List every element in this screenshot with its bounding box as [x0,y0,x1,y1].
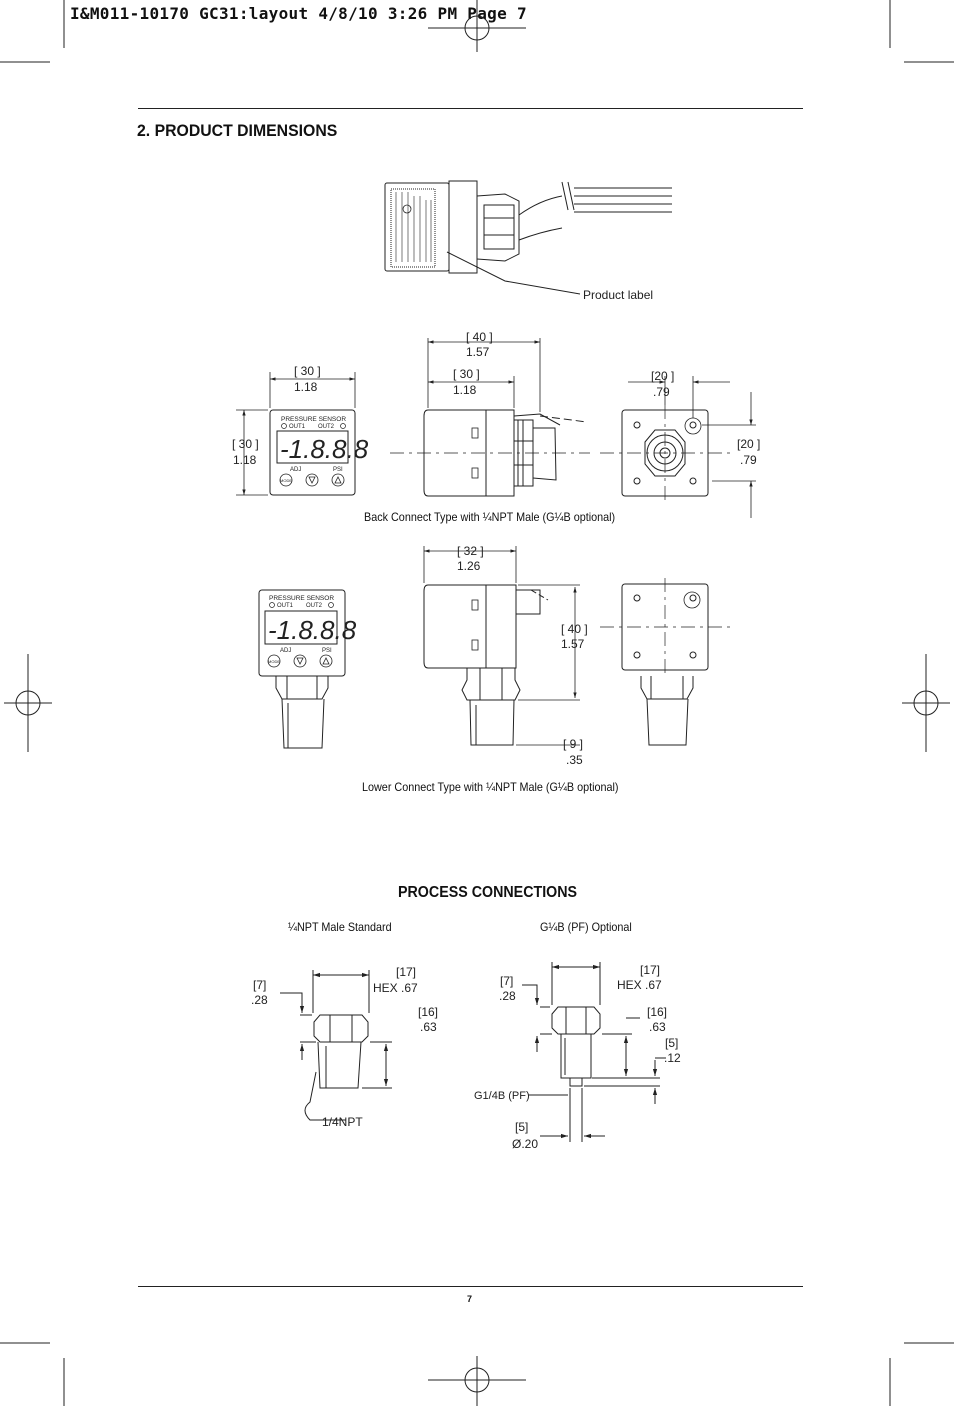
g-a-mm: [7] [500,974,513,988]
page-number: 7 [467,1294,473,1304]
top-rule [138,108,803,109]
lower-height-in: 1.57 [561,637,585,651]
front-face-back-connect: PRESSURE SENSOR OUT1 OUT2 -1.8.8.8 ADJ P… [269,409,369,496]
front-dimension-lines [236,372,356,496]
npt-a-in: .28 [251,993,268,1007]
lower-depth-mm: [ 32 ] [457,544,484,558]
side-view-back-connect [390,409,590,497]
face-out1-lower: OUT1 [277,603,294,609]
face-out2: OUT2 [318,424,335,430]
lower-dimension-lines [423,546,580,746]
print-slug: I&M011-10170 GC31:layout 4/8/10 3:26 PM … [70,4,527,23]
process-connections-title: PROCESS CONNECTIONS [398,884,578,901]
npt-a-mm: [7] [253,978,266,992]
npt-standard-label: ¼NPT Male Standard [288,920,392,934]
bottom-rule [138,1286,803,1287]
front-width-mm: [ 30 ] [294,364,321,378]
g-hex-mm: [17] [640,963,660,977]
side-overall-in: 1.57 [466,345,490,359]
face-out1: OUT1 [289,424,306,430]
face-title: PRESSURE SENSOR [281,416,346,423]
side-body-in: 1.18 [453,383,477,397]
face-mode-lower: MODE [268,659,280,664]
g-c-mm: [5] [665,1036,678,1050]
lower-thread-in: .35 [566,753,583,767]
g-thread-label: G1/4B (PF) [474,1090,530,1102]
rear-offset-x-mm: [20 ] [651,369,674,383]
g-b-in: .63 [649,1020,666,1034]
face-mode: MODE [280,478,292,483]
g-d-mm: [5] [515,1120,528,1134]
face-psi: PSI [333,467,343,473]
face-display: -1.8.8.8 [280,434,369,464]
front-height-mm: [ 30 ] [232,437,259,451]
face-title-lower: PRESSURE SENSOR [269,595,334,602]
g-a-in: .28 [499,989,516,1003]
lower-connect-caption: Lower Connect Type with ¼NPT Male (G¼B o… [362,780,619,794]
g-hex-in: HEX .67 [617,978,662,992]
npt-hex-in: HEX .67 [373,981,418,995]
rear-view-back-connect [600,405,730,500]
g-fitting-drawing [522,962,666,1142]
rear-offset-x-in: .79 [653,385,670,399]
g-c-in: .12 [664,1051,681,1065]
rear-view-lower-connect [600,578,730,746]
npt-hex-mm: [17] [396,965,416,979]
lower-thread-mm: [ 9 ] [563,737,583,751]
g-optional-label: G¼B (PF) Optional [540,920,632,934]
front-width-in: 1.18 [294,380,318,394]
section-title: 2. PRODUCT DIMENSIONS [137,121,338,140]
side-dimension-lines [427,338,541,412]
lower-height-mm: [ 40 ] [561,622,588,636]
product-label-callout: Product label [583,288,653,302]
side-overall-mm: [ 40 ] [466,330,493,344]
face-psi-lower: PSI [322,648,332,654]
face-adj-lower: ADJ [280,648,291,654]
face-adj: ADJ [290,467,301,473]
face-display-lower: -1.8.8.8 [268,615,357,645]
back-connect-caption: Back Connect Type with ¼NPT Male (G¼B op… [364,510,616,524]
npt-fitting-drawing [280,970,392,1121]
top-view-drawing [384,180,672,295]
front-height-in: 1.18 [233,453,257,467]
npt-thread-label: 1/4NPT [322,1115,363,1129]
rear-dimension-lines [628,376,756,518]
g-b-mm: [16] [647,1005,667,1019]
side-view-lower-connect [423,584,549,746]
g-d-in: Ø.20 [512,1137,538,1151]
npt-b-mm: [16] [418,1005,438,1019]
lower-depth-in: 1.26 [457,559,481,573]
npt-b-in: .63 [420,1020,437,1034]
rear-offset-y-mm: [20 ] [737,437,760,451]
rear-offset-y-in: .79 [740,453,757,467]
side-body-mm: [ 30 ] [453,367,480,381]
face-out2-lower: OUT2 [306,603,323,609]
front-face-lower-connect: PRESSURE SENSOR OUT1 OUT2 -1.8.8.8 ADJ P… [258,589,357,749]
